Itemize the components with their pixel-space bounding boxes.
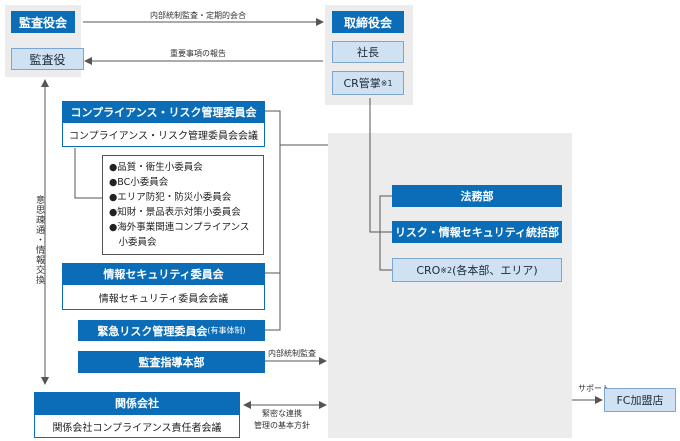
vertical-arrow-label: 意思疎通・情報交換 (34, 195, 44, 285)
legal-dept-box: 法務部 (392, 185, 562, 207)
president-box: 社長 (332, 41, 404, 63)
subcommittee-item: ●BC小委員会 (109, 177, 169, 188)
compliance-meeting-box: コンプライアンス・リスク管理委員会会議 (62, 122, 265, 147)
subcommittee-item: ●品質・衛生小委員会 (109, 162, 203, 173)
top-left-arrow-label: 重要事項の報告 (170, 49, 226, 58)
infosec-meeting-box: 情報セキュリティ委員会会議 (62, 284, 265, 310)
subcommittee-item: ●知財・景品表示対策小委員会 (109, 207, 241, 218)
risk-info-dept-box: リスク・情報セキュリティ統括部 (392, 221, 562, 243)
audit-dept-box: 監査指導本部 (78, 351, 265, 373)
compliance-committee-box: コンプライアンス・リスク管理委員会 (62, 101, 265, 122)
cr-head-note: ※1 (380, 78, 393, 88)
affiliates-meeting-box: 関係会社コンプライアンス責任者会議 (34, 414, 240, 438)
cro-note: ※2 (440, 265, 453, 275)
emergency-label: 緊急リスク管理委員会 (97, 324, 208, 338)
emergency-committee-box: 緊急リスク管理委員会(有事体制) (78, 320, 265, 341)
emergency-note: (有事体制) (207, 326, 246, 335)
subcommittee-item: ●海外事業関連コンプライアンス (109, 222, 250, 233)
support-label: サポート (578, 384, 610, 393)
cro-label: CRO (416, 263, 441, 277)
infosec-committee-box: 情報セキュリティ委員会 (62, 263, 265, 284)
audit-board-box: 監査役会 (11, 11, 75, 33)
collab-label-2: 管理の基本方針 (254, 421, 310, 430)
cr-head-label: CR管掌 (343, 77, 381, 90)
cr-head-box: CR管掌※1 (332, 71, 404, 95)
operations-panel (328, 133, 572, 438)
subcommittee-item: 小委員会 (109, 237, 157, 248)
cro-box: CRO※2(各本部、エリア) (392, 258, 562, 282)
auditor-box: 監査役 (11, 48, 84, 70)
subcommittee-list: ●品質・衛生小委員会 ●BC小委員会 ●エリア防犯・防災小委員会 ●知財・景品表… (102, 155, 264, 255)
collab-label-1: 緊密な連携 (262, 409, 302, 418)
cro-scope: (各本部、エリア) (452, 264, 538, 277)
affiliates-box: 関係会社 (34, 392, 240, 414)
subcommittee-item: ●エリア防犯・防災小委員会 (109, 192, 232, 203)
top-right-arrow-label: 内部統制監査・定期的会合 (150, 11, 246, 20)
fc-box: FC加盟店 (604, 388, 676, 412)
board-box: 取締役会 (332, 11, 404, 33)
internal-audit-label: 内部統制監査 (268, 349, 316, 358)
